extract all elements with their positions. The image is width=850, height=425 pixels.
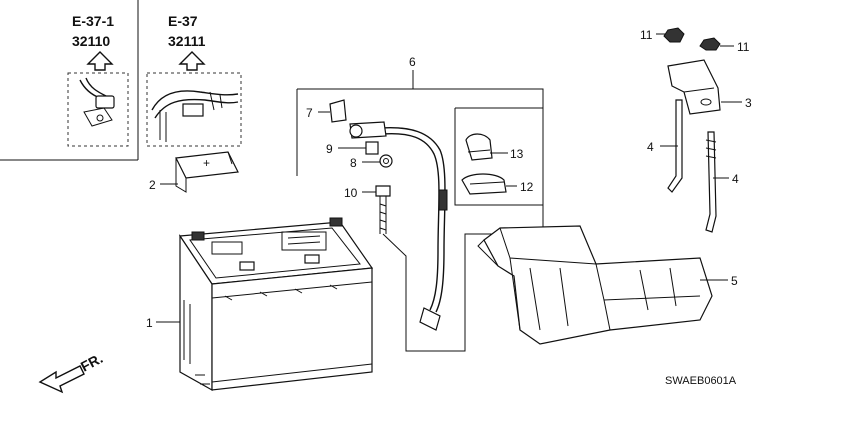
nut-icon bbox=[699, 37, 721, 51]
ref-code-1: 32110 bbox=[72, 33, 110, 49]
ref-section-2: E-37 bbox=[168, 13, 198, 29]
callout-4b: 4 bbox=[732, 172, 739, 186]
bolt-10 bbox=[375, 185, 407, 298]
svg-text:+: + bbox=[203, 156, 210, 170]
callout-12: 12 bbox=[520, 180, 534, 194]
front-arrow-icon bbox=[38, 365, 85, 394]
clips bbox=[461, 133, 507, 195]
battery-cable bbox=[329, 99, 448, 331]
callout-7: 7 bbox=[306, 106, 313, 120]
callout-11b: 11 bbox=[737, 40, 750, 54]
up-arrow-icon bbox=[86, 51, 114, 71]
callout-5: 5 bbox=[731, 274, 738, 288]
ref-code-2: 32111 bbox=[168, 33, 206, 49]
ref-section-1: E-37-1 bbox=[72, 13, 114, 29]
callout-1: 1 bbox=[146, 316, 153, 330]
diagram-code: SWAEB0601A bbox=[665, 375, 737, 387]
battery-tray bbox=[477, 225, 713, 345]
up-arrow-icon bbox=[178, 51, 206, 71]
ref-box-1 bbox=[67, 72, 129, 147]
callout-4: 4 bbox=[647, 140, 654, 154]
battery bbox=[178, 217, 374, 392]
hold-down-bracket bbox=[663, 27, 721, 233]
callout-2: 2 bbox=[149, 178, 156, 192]
callout-11: 11 bbox=[640, 28, 653, 42]
callout-3: 3 bbox=[745, 96, 752, 110]
callout-9: 9 bbox=[326, 142, 333, 156]
terminal-cover: + bbox=[175, 151, 239, 193]
harness-sketch bbox=[151, 90, 239, 142]
callout-10: 10 bbox=[344, 186, 358, 200]
nut-icon bbox=[663, 27, 685, 43]
front-direction: FR. bbox=[38, 350, 105, 394]
reference-block: E-37-1 32110 E-37 32111 bbox=[0, 0, 242, 161]
terminal-sketch bbox=[79, 77, 115, 127]
callout-numbers: 1 2 3 4 4 5 6 7 8 9 10 11 11 12 13 bbox=[146, 28, 752, 330]
callout-6: 6 bbox=[409, 55, 416, 69]
cable-group-outline bbox=[296, 88, 544, 352]
callout-8: 8 bbox=[350, 156, 357, 170]
callout-13: 13 bbox=[510, 147, 524, 161]
leader-lines bbox=[156, 33, 742, 323]
